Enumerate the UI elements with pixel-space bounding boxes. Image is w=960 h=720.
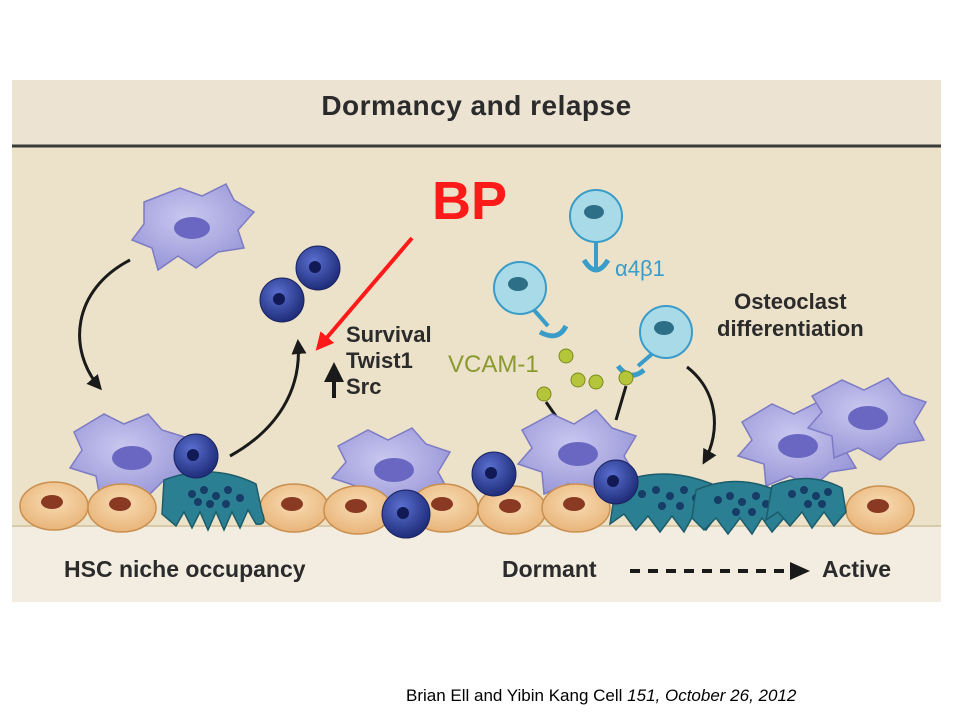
tumor-cells-niche	[173, 433, 639, 539]
title-band	[12, 80, 941, 146]
tumor-cell-cluster	[259, 245, 341, 323]
macrophage-top	[130, 182, 256, 272]
figure-title: Dormancy and relapse	[321, 90, 632, 121]
integrin-cell-top	[569, 189, 623, 273]
twist1-label: Twist1	[346, 348, 413, 373]
survival-labels: Survival Twist1 Src	[346, 322, 432, 400]
citation-volume-date: 151, October 26, 2012	[627, 686, 797, 705]
citation-journal: Cell	[593, 686, 623, 705]
citation: Brian Ell and Yibin Kang Cell 151, Octob…	[406, 686, 796, 706]
bone-surface	[12, 526, 941, 602]
osteoclast-label-line2: differentiation	[717, 316, 864, 341]
citation-authors: Brian Ell and Yibin Kang	[406, 686, 589, 705]
vcam-label: VCAM-1	[448, 351, 539, 378]
src-label: Src	[346, 374, 382, 399]
bp-red-arrow	[315, 236, 414, 351]
integrin-cell-right	[616, 305, 693, 378]
vcam-ligands	[536, 348, 634, 423]
curved-arrow-right	[686, 365, 717, 465]
bp-annotation: BP	[432, 171, 508, 231]
hsc-niche-label: HSC niche occupancy	[64, 556, 306, 582]
diagram-canvas	[12, 144, 941, 602]
osteoblast-layer	[19, 481, 915, 535]
dormant-active-arrowhead	[790, 562, 810, 580]
osteoclast-label-line1: Osteoclast	[734, 289, 847, 314]
figure-panel: Dormancy and relapse BP Survival Twist1 …	[12, 80, 941, 602]
integrin-cell-left	[493, 261, 569, 339]
integrin-label: α4β1	[615, 256, 665, 281]
macrophage-niche-far-right	[806, 377, 928, 461]
curved-arrow-middle	[229, 339, 307, 458]
macrophage-niche-left	[68, 413, 190, 501]
curved-arrow-left	[78, 258, 131, 391]
osteoclast-differentiation-label: Osteoclast differentiation	[717, 288, 864, 342]
dormant-label: Dormant	[502, 556, 597, 582]
active-label: Active	[822, 556, 892, 582]
survival-label: Survival	[346, 322, 432, 347]
osteoclast-right-3	[764, 477, 847, 530]
osteoclast-left	[161, 471, 265, 532]
